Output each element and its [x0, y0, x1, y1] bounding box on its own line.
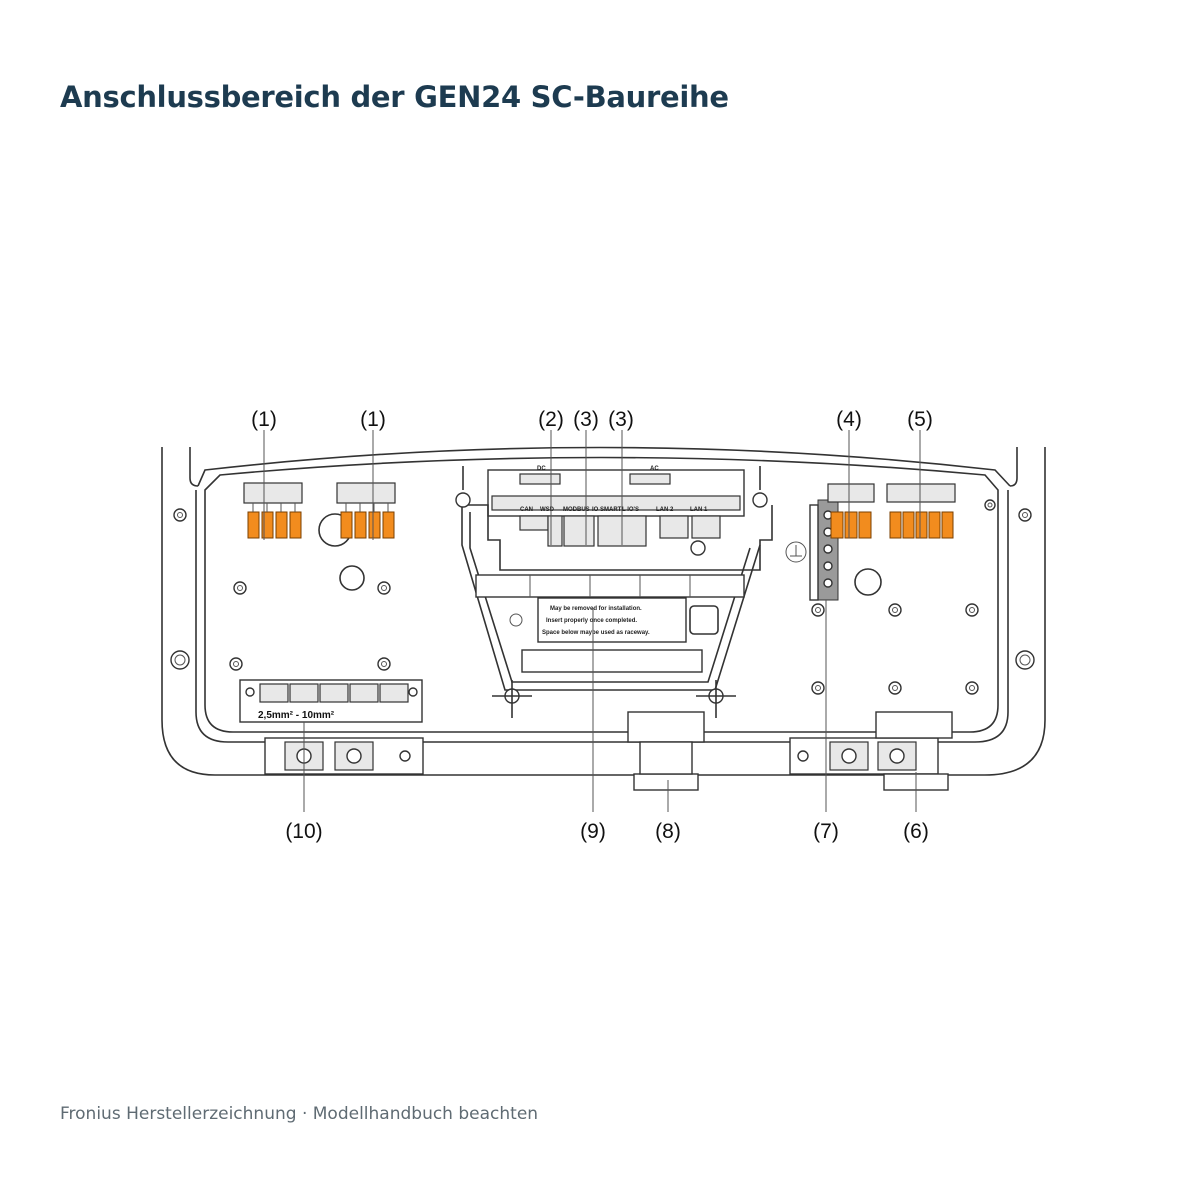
cover-note-line3: Space below maybe used as raceway.: [542, 630, 650, 636]
cover-note-line2: Insert properly once completed.: [546, 618, 637, 624]
callout-6: (6): [903, 820, 929, 843]
page-title: Anschlussbereich der GEN24 SC-Baureihe: [60, 80, 729, 114]
port-smart-label: SMART: [600, 507, 622, 513]
dc-terminal-block-middle[interactable]: [336, 482, 396, 539]
bottom-cable-glands-left: [264, 737, 424, 775]
data-cable-gland: [627, 711, 705, 791]
dc-terminal-block-left[interactable]: [243, 482, 303, 539]
port-can-label: CAN: [520, 507, 533, 513]
port-io2-label: L IO'S: [622, 507, 639, 513]
ground-terminal-bar[interactable]: [785, 499, 839, 601]
callout-4: (4): [836, 408, 862, 431]
housing-screws: [170, 499, 1035, 695]
ac-terminal-block[interactable]: [886, 483, 956, 539]
can-port[interactable]: [519, 515, 549, 531]
lan1-port[interactable]: [691, 515, 721, 539]
modbus-port[interactable]: [563, 515, 595, 547]
callout-1b: (1): [360, 408, 386, 431]
lan2-port[interactable]: [659, 515, 689, 539]
footer-note: Fronius Herstellerzeichnung · Modellhand…: [60, 1104, 539, 1124]
callout-8: (8): [655, 820, 681, 843]
cable-strip: 2,5mm² - 10mm²: [239, 679, 423, 723]
leader-lines: [263, 430, 921, 812]
housing: [161, 446, 1046, 776]
strip-label: 2,5mm² - 10mm²: [258, 710, 335, 721]
callout-9: (9): [580, 820, 606, 843]
removable-cover[interactable]: May be removed for installation. Insert …: [455, 466, 773, 718]
wsd-port[interactable]: [547, 515, 563, 547]
port-modbus-label: MODBUS: [563, 507, 590, 513]
backup-terminal-block[interactable]: [827, 483, 875, 539]
port-lan2-label: LAN 2: [656, 507, 674, 513]
cover-note-line1: May be removed for installation.: [550, 606, 642, 612]
ac-label: AC: [650, 466, 659, 472]
callout-3a: (3): [573, 408, 599, 431]
callouts: (1) (1) (2) (3) (3) (4) (5) (10) (9) (8)…: [251, 408, 933, 843]
callout-5: (5): [907, 408, 933, 431]
port-wsd-label: WSD: [540, 507, 555, 513]
callout-2: (2): [538, 408, 564, 431]
data-communication-area: DC AC CAN WSD MODBUS IO SMART L IO'S LAN…: [487, 466, 745, 556]
callout-7: (7): [813, 820, 839, 843]
port-io-label: IO: [592, 507, 599, 513]
bottom-cable-glands-right: [789, 737, 939, 775]
dc-label: DC: [537, 466, 546, 472]
callout-10: (10): [285, 820, 322, 843]
callout-3b: (3): [608, 408, 634, 431]
port-lan1-label: LAN 1: [690, 507, 708, 513]
callout-1a: (1): [251, 408, 277, 431]
ac-cable-gland: [875, 711, 953, 791]
